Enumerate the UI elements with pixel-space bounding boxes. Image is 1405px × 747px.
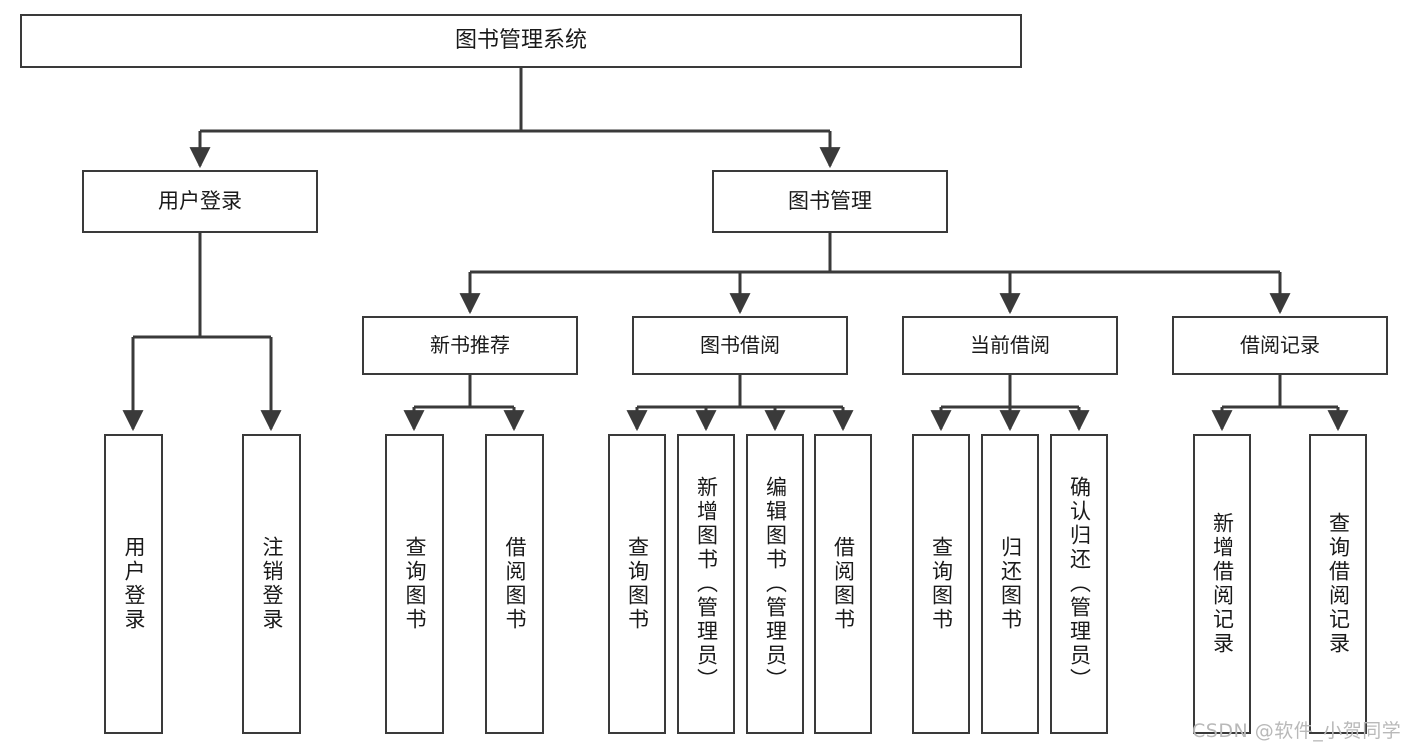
- leaf-borrow-record-query-record[interactable]: 查询借阅记录: [1309, 434, 1367, 734]
- leaf-label: 确认归还（管理员）: [1067, 476, 1092, 692]
- node-root-book-management-system[interactable]: 图书管理系统: [20, 14, 1022, 68]
- leaf-label: 查询图书: [403, 536, 427, 632]
- leaf-label: 借阅图书: [831, 536, 856, 632]
- node-label: 图书管理系统: [454, 28, 587, 54]
- node-label: 当前借阅: [970, 332, 1050, 357]
- leaf-current-borrow-return-book[interactable]: 归还图书: [981, 434, 1039, 734]
- leaf-label: 归还图书: [998, 536, 1023, 632]
- node-book-management[interactable]: 图书管理: [712, 170, 948, 233]
- leaf-label: 查询图书: [929, 536, 954, 632]
- leaf-book-borrow-add-book-admin[interactable]: 新增图书（管理员）: [677, 434, 735, 734]
- leaf-label: 查询借阅记录: [1326, 512, 1351, 656]
- leaf-label: 借阅图书: [503, 536, 527, 632]
- leaf-label: 用户登录: [122, 536, 146, 632]
- leaf-borrow-record-add-record[interactable]: 新增借阅记录: [1193, 434, 1251, 734]
- leaf-user-login-login[interactable]: 用户登录: [104, 434, 163, 734]
- node-current-borrow[interactable]: 当前借阅: [902, 316, 1118, 375]
- leaf-new-book-query-book[interactable]: 查询图书: [385, 434, 444, 734]
- node-user-login[interactable]: 用户登录: [82, 170, 318, 233]
- leaf-book-borrow-query-book[interactable]: 查询图书: [608, 434, 666, 734]
- node-book-borrow[interactable]: 图书借阅: [632, 316, 848, 375]
- node-borrow-record[interactable]: 借阅记录: [1172, 316, 1388, 375]
- leaf-label: 注销登录: [260, 536, 284, 632]
- node-label: 借阅记录: [1240, 332, 1320, 357]
- leaf-current-borrow-confirm-return-admin[interactable]: 确认归还（管理员）: [1050, 434, 1108, 734]
- node-label: 图书管理: [788, 189, 872, 214]
- leaf-book-borrow-edit-book-admin[interactable]: 编辑图书（管理员）: [746, 434, 804, 734]
- leaf-label: 编辑图书（管理员）: [763, 476, 788, 692]
- node-label: 用户登录: [158, 189, 242, 214]
- leaf-book-borrow-borrow-book[interactable]: 借阅图书: [814, 434, 872, 734]
- leaf-label: 新增图书（管理员）: [694, 476, 719, 692]
- node-label: 新书推荐: [430, 332, 510, 357]
- leaf-label: 新增借阅记录: [1210, 512, 1235, 656]
- node-new-book-recommend[interactable]: 新书推荐: [362, 316, 578, 375]
- leaf-new-book-borrow-book[interactable]: 借阅图书: [485, 434, 544, 734]
- node-label: 图书借阅: [700, 332, 780, 357]
- leaf-current-borrow-query-book[interactable]: 查询图书: [912, 434, 970, 734]
- leaf-label: 查询图书: [625, 536, 650, 632]
- leaf-user-login-logout[interactable]: 注销登录: [242, 434, 301, 734]
